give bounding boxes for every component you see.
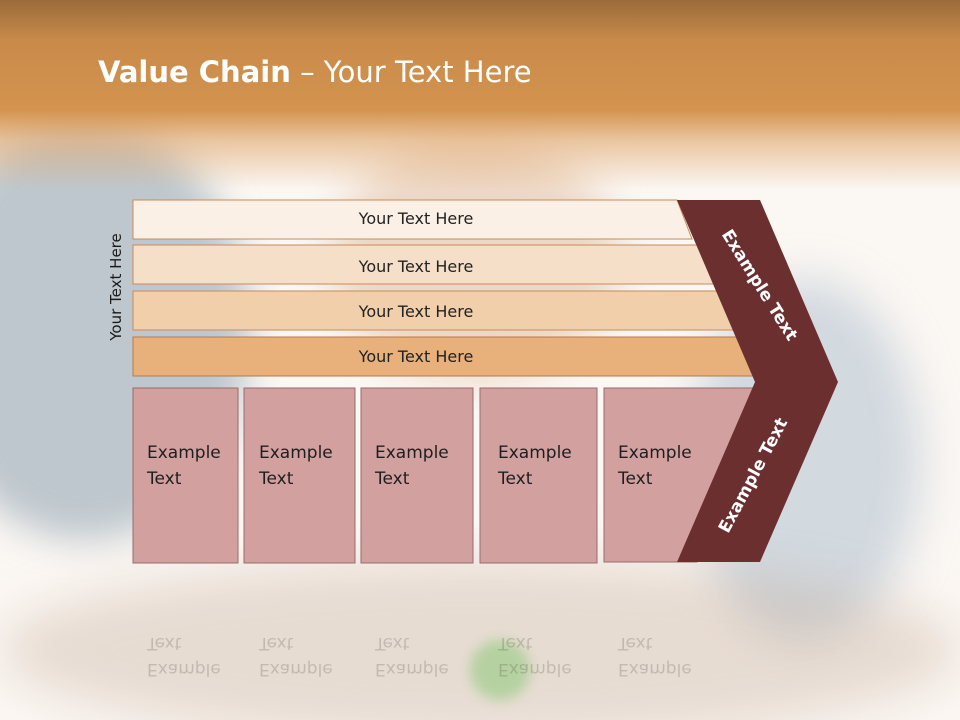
title-bold: Value Chain xyxy=(98,55,291,89)
card-3 xyxy=(360,387,474,564)
card-4-line1: Example xyxy=(498,443,572,463)
card-4-reflection-line2: Text xyxy=(498,633,533,653)
bar-4-label: Your Text Here xyxy=(358,347,474,366)
header-band xyxy=(0,0,960,190)
card-3-reflection-line1: Example xyxy=(375,659,449,679)
bar-2-label: Your Text Here xyxy=(358,257,474,276)
card-2-line1: Example xyxy=(259,443,333,463)
card-4-reflection: Example Text xyxy=(498,630,572,682)
bar-1 xyxy=(132,199,693,240)
card-4-line2: Text xyxy=(498,469,533,489)
card-2-reflection: Example Text xyxy=(259,630,333,682)
chevron-shape xyxy=(677,200,838,562)
card-1-reflection-line2: Text xyxy=(147,633,182,653)
bar-3-label: Your Text Here xyxy=(358,302,474,321)
card-2-reflection-line2: Text xyxy=(259,633,294,653)
card-5-reflection-line1: Example xyxy=(618,659,692,679)
card-5-reflection-line2: Text xyxy=(618,633,653,653)
card-2-line2: Text xyxy=(259,469,294,489)
card-1-line2: Text xyxy=(147,469,182,489)
card-4-reflection-line1: Example xyxy=(498,659,572,679)
slide-title: Value Chain – Your Text Here xyxy=(98,55,532,89)
card-2-reflection-line1: Example xyxy=(259,659,333,679)
card-5-line2: Text xyxy=(618,469,653,489)
title-rest: – Your Text Here xyxy=(290,55,532,89)
card-5-line1: Example xyxy=(618,443,692,463)
card-5-reflection: Example Text xyxy=(618,630,692,682)
card-1-reflection-line1: Example xyxy=(147,659,221,679)
card-3-reflection-line2: Text xyxy=(375,633,410,653)
card-3-reflection: Example Text xyxy=(375,630,449,682)
card-1-line1: Example xyxy=(147,443,221,463)
card-3-line2: Text xyxy=(375,469,410,489)
card-2 xyxy=(243,387,356,564)
card-3-line1: Example xyxy=(375,443,449,463)
reflection xyxy=(133,563,828,720)
bar-1-label: Your Text Here xyxy=(358,209,474,228)
card-1-reflection: Example Text xyxy=(147,630,221,682)
card-4 xyxy=(479,387,598,564)
